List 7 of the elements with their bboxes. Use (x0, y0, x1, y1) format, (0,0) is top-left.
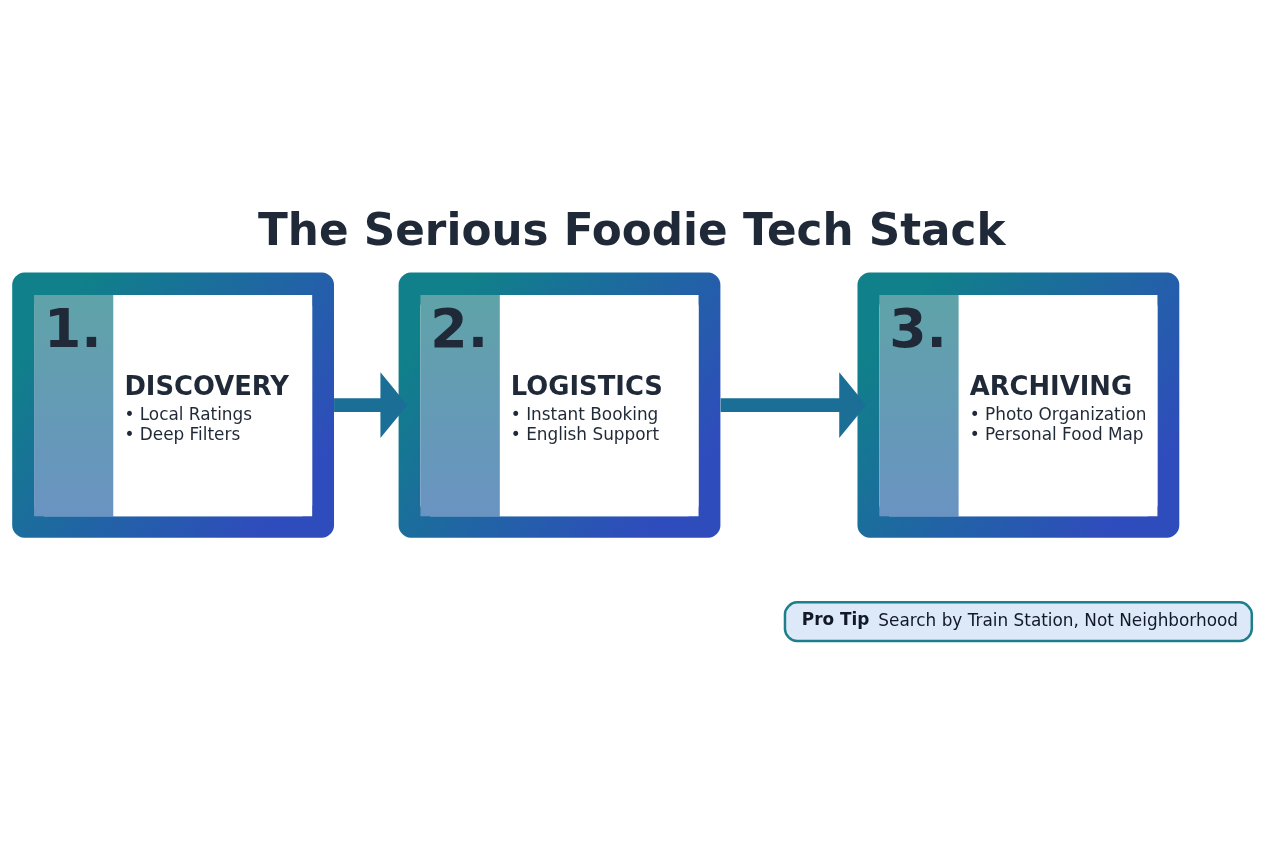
arrow (334, 372, 408, 438)
diagram-title: The Serious Foodie Tech Stack (258, 203, 1006, 255)
node-box: 1. DISCOVERY • Local Ratings • Deep Filters (12, 272, 334, 538)
node-box: 2. LOGISTICS • Instant Booking • English Support (398, 272, 721, 538)
node-box: Pro Tip Search by Train Station, Not Neighborhood (783, 601, 1254, 643)
arrow (720, 372, 867, 439)
node-box: 3. ARCHIVING • Photo Organization • Personal Food Map (857, 272, 1180, 538)
